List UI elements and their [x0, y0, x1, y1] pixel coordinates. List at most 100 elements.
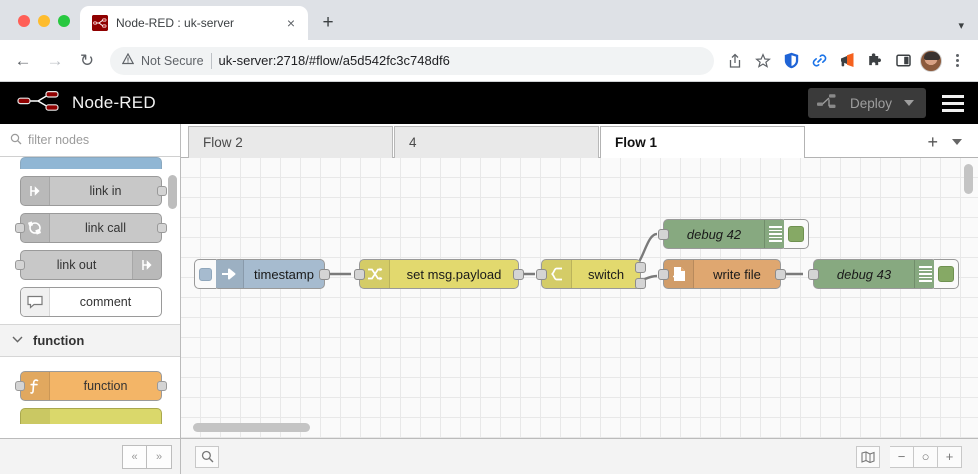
node-red-favicon	[92, 15, 108, 31]
node-red-brand-label: Node-RED	[72, 93, 156, 112]
close-icon[interactable]: ×	[286, 15, 296, 31]
navigator-map-icon[interactable]	[856, 445, 880, 468]
address-bar[interactable]: Not Secure uk-server:2718/#flow/a5d542fc…	[110, 46, 714, 75]
browser-menu-button[interactable]	[946, 48, 968, 74]
debug-enable-toggle[interactable]	[784, 219, 809, 249]
flow-node-label: debug 43	[836, 266, 892, 282]
link-extension-icon[interactable]	[806, 48, 832, 74]
browser-tab[interactable]: Node-RED : uk-server ×	[80, 6, 308, 40]
palette-category-function[interactable]: function	[0, 324, 180, 357]
canvas-vertical-scrollbar[interactable]	[964, 164, 973, 194]
flow-node-label: debug 42	[686, 226, 742, 242]
browser-tab-strip: Node-RED : uk-server × + ▾	[0, 0, 978, 40]
chevron-down-icon[interactable]	[952, 139, 962, 145]
not-secure-warning-icon	[121, 52, 135, 68]
input-port[interactable]	[536, 269, 547, 280]
palette-node-partial-top[interactable]	[20, 157, 162, 169]
palette-node-function[interactable]: function	[15, 371, 167, 401]
profile-avatar[interactable]	[918, 48, 944, 74]
deploy-icon	[816, 92, 842, 115]
avatar	[920, 49, 942, 72]
output-port-2[interactable]	[635, 278, 646, 289]
share-icon[interactable]	[722, 48, 748, 74]
filter-nodes-input[interactable]: filter nodes	[28, 133, 90, 147]
palette-node-partial-bottom[interactable]	[20, 408, 162, 424]
flow-tab-4[interactable]: 4	[394, 126, 599, 158]
flow-area: Flow 2 4 Flow 1 +	[181, 124, 978, 438]
change-shuffle-icon	[360, 260, 390, 288]
input-port[interactable]	[658, 229, 669, 240]
input-port[interactable]	[15, 260, 25, 270]
link-call-icon	[21, 214, 50, 242]
flow-node-switch[interactable]: switch	[536, 259, 646, 289]
palette-node-link-in[interactable]: link in	[20, 176, 167, 206]
flow-tab-flow-1[interactable]: Flow 1	[600, 126, 805, 158]
output-port[interactable]	[319, 269, 330, 280]
output-port[interactable]	[157, 186, 167, 196]
flow-node-debug-43[interactable]: debug 43	[808, 259, 959, 289]
palette-node-comment[interactable]: comment	[20, 287, 162, 317]
node-red-logo-link[interactable]: Node-RED	[16, 88, 156, 119]
side-panel-icon[interactable]	[890, 48, 916, 74]
expand-all-button[interactable]: »	[147, 444, 172, 469]
workspace: filter nodes link in link call	[0, 124, 978, 438]
shield-extension-icon[interactable]	[778, 48, 804, 74]
maximize-window-button[interactable]	[58, 15, 70, 27]
reload-button[interactable]: ↻	[79, 50, 95, 70]
chevron-down-icon[interactable]: ▾	[958, 20, 964, 32]
flow-node-write-file[interactable]: write file	[658, 259, 786, 289]
new-tab-button[interactable]: +	[322, 12, 334, 33]
hamburger-menu-button[interactable]	[940, 91, 966, 116]
output-port-1[interactable]	[635, 262, 646, 273]
flow-node-inject-timestamp[interactable]: timestamp	[194, 259, 330, 289]
deploy-button[interactable]: Deploy	[807, 88, 926, 118]
function-f-icon	[21, 372, 50, 400]
output-port[interactable]	[513, 269, 524, 280]
zoom-in-button[interactable]: +	[938, 445, 962, 468]
zoom-reset-button[interactable]: ○	[914, 445, 938, 468]
input-port[interactable]	[15, 223, 25, 233]
debug-enable-toggle[interactable]	[934, 259, 959, 289]
chevron-down-icon[interactable]	[904, 100, 914, 106]
inject-trigger-button[interactable]	[194, 259, 216, 289]
minimize-window-button[interactable]	[38, 15, 50, 27]
node-red-header: Node-RED Deploy	[0, 82, 978, 124]
back-button[interactable]: ←	[14, 50, 32, 70]
switch-branch-icon	[542, 260, 572, 288]
input-port[interactable]	[15, 381, 25, 391]
input-port[interactable]	[808, 269, 819, 280]
output-port[interactable]	[157, 381, 167, 391]
node-red-logo-icon	[16, 88, 62, 119]
flow-tab-bar: Flow 2 4 Flow 1 +	[181, 124, 978, 158]
puzzle-extensions-icon[interactable]	[862, 48, 888, 74]
comment-icon	[21, 288, 50, 316]
forward-button[interactable]: →	[46, 50, 64, 70]
palette-node-link-out[interactable]: link out	[15, 250, 162, 280]
canvas-horizontal-scrollbar[interactable]	[193, 423, 310, 432]
add-flow-button[interactable]: +	[927, 132, 938, 152]
palette-scrollbar[interactable]	[168, 175, 177, 209]
palette-filter[interactable]: filter nodes	[0, 124, 180, 157]
flow-node-label: timestamp	[254, 266, 314, 282]
flow-node-change-set-payload[interactable]: set msg.payload	[354, 259, 524, 289]
close-window-button[interactable]	[18, 15, 30, 27]
input-port[interactable]	[354, 269, 365, 280]
browser-toolbar: ← → ↻ Not Secure uk-server:2718/#flow/a5…	[0, 40, 978, 82]
flow-node-debug-42[interactable]: debug 42	[658, 219, 809, 249]
output-port[interactable]	[157, 223, 167, 233]
zoom-out-button[interactable]: −	[890, 445, 914, 468]
megaphone-extension-icon[interactable]	[834, 48, 860, 74]
flow-tab-flow-2[interactable]: Flow 2	[188, 126, 393, 158]
palette-scroll-region[interactable]: link in link call link out	[0, 157, 180, 438]
collapse-all-button[interactable]: «	[122, 444, 147, 469]
url-text: uk-server:2718/#flow/a5d542fc3c748df6	[218, 53, 450, 68]
flow-canvas[interactable]: timestamp set msg.payload switch	[181, 158, 978, 438]
bookmark-star-icon[interactable]	[750, 48, 776, 74]
input-port[interactable]	[658, 269, 669, 280]
deploy-label: Deploy	[849, 95, 892, 111]
search-icon[interactable]	[195, 445, 219, 468]
palette-node-link-call[interactable]: link call	[15, 213, 167, 243]
browser-tab-title: Node-RED : uk-server	[116, 16, 235, 30]
link-in-icon	[21, 177, 50, 205]
output-port[interactable]	[775, 269, 786, 280]
